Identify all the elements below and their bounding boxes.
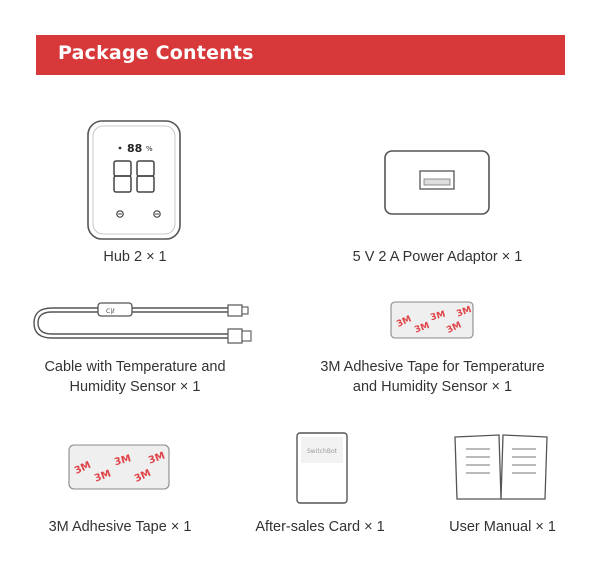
user-manual-icon [454, 433, 548, 501]
svg-text:3M: 3M [413, 321, 431, 336]
hub-device-icon: 88 % [87, 120, 181, 240]
svg-text:3M: 3M [455, 305, 473, 320]
hub-small-digits: 88 [127, 142, 142, 155]
after-sales-card-icon: SwitchBot [296, 432, 348, 504]
small-tape-caption-line2: and Humidity Sensor × 1 [352, 379, 513, 395]
svg-text:3M: 3M [113, 453, 132, 468]
sensor-cable-icon: C|ℓ [30, 297, 255, 347]
card-brand-text: SwitchBot [307, 448, 338, 455]
svg-text:C|ℓ: C|ℓ [106, 308, 115, 315]
user-manual-caption: User Manual × 1 [449, 519, 556, 535]
section-header-banner [36, 35, 565, 75]
sensor-cable-caption-line1: Cable with Temperature and [44, 359, 226, 375]
after-sales-card-caption: After-sales Card × 1 [255, 519, 385, 535]
svg-text:3M: 3M [93, 468, 113, 484]
small-adhesive-tape-icon: 3M 3M 3M 3M 3M [390, 301, 474, 339]
power-adaptor-caption: 5 V 2 A Power Adaptor × 1 [352, 249, 523, 265]
sensor-cable-caption-line2: Humidity Sensor × 1 [69, 379, 201, 395]
hub-caption: Hub 2 × 1 [103, 249, 167, 265]
svg-text:3M: 3M [147, 450, 167, 466]
small-tape-caption-line1: 3M Adhesive Tape for Temperature [320, 359, 545, 375]
adhesive-tape-icon: 3M 3M 3M 3M 3M [68, 444, 170, 490]
adhesive-tape-caption: 3M Adhesive Tape × 1 [48, 519, 192, 535]
svg-text:3M: 3M [429, 310, 446, 324]
hub-unit: % [146, 145, 153, 153]
section-title: Package Contents [58, 42, 254, 64]
power-adaptor-icon [384, 150, 490, 215]
